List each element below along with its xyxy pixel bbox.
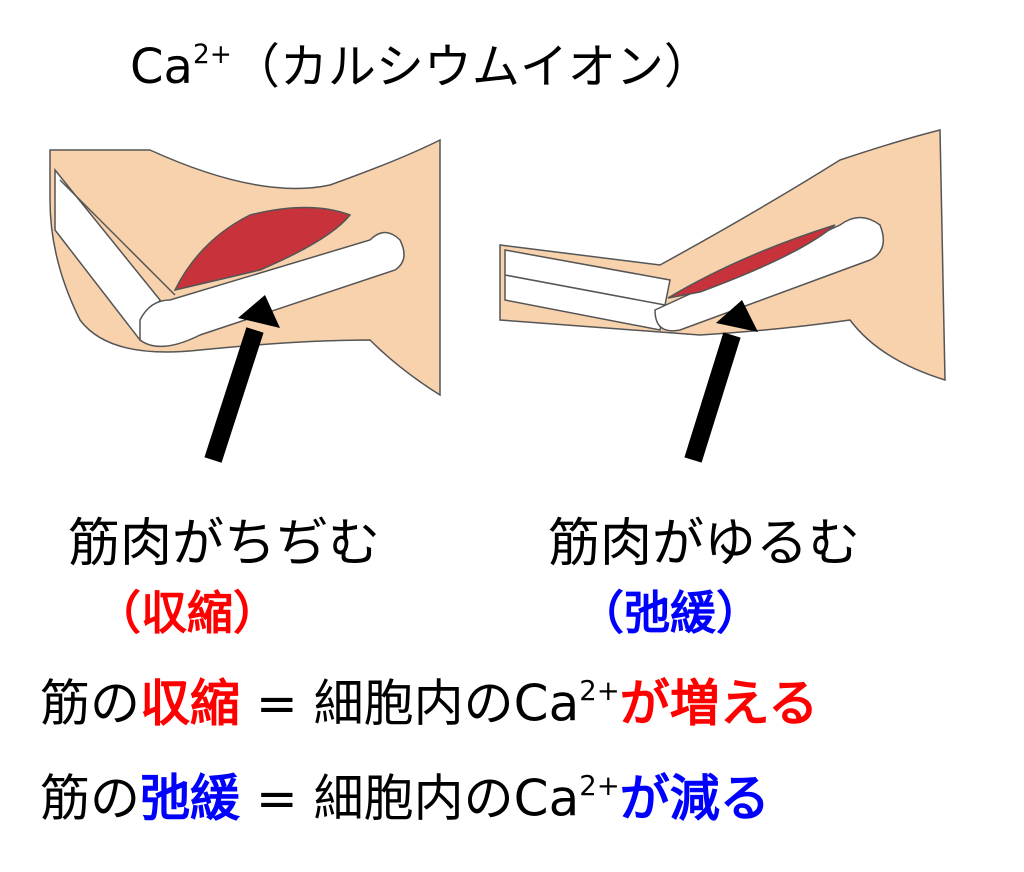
- title-suffix: （カルシウムイオン）: [231, 38, 712, 95]
- relaxation-statement: 筋の弛緩 = 細胞内のCa2+が減る: [40, 770, 770, 823]
- left-term: （収縮）: [95, 586, 279, 640]
- line1-term: 収縮: [140, 674, 240, 733]
- line2-mid: = 細胞内のCa: [240, 769, 580, 828]
- line1-a: 筋の: [40, 674, 140, 733]
- relaxed-arm: [499, 129, 946, 382]
- title-text: Ca: [130, 38, 193, 95]
- arrow-right: [684, 300, 758, 463]
- left-caption: 筋肉がちぢむ: [68, 514, 381, 574]
- right-term: （弛緩）: [578, 586, 762, 640]
- contracted-arm: [49, 138, 441, 397]
- line2-sup: 2+: [579, 770, 620, 802]
- title-sup: 2+: [192, 39, 232, 70]
- line1-sup: 2+: [579, 675, 620, 707]
- line1-result: が増える: [619, 674, 819, 733]
- arrow-left: [204, 295, 280, 463]
- title: Ca2+（カルシウムイオン）: [130, 39, 712, 90]
- line2-a: 筋の: [40, 769, 140, 828]
- contraction-statement: 筋の収縮 = 細胞内のCa2+が増える: [40, 675, 818, 728]
- line1-mid: = 細胞内のCa: [240, 674, 580, 733]
- right-caption: 筋肉がゆるむ: [548, 514, 861, 574]
- line2-result: が減る: [619, 769, 770, 828]
- line2-term: 弛緩: [140, 769, 240, 828]
